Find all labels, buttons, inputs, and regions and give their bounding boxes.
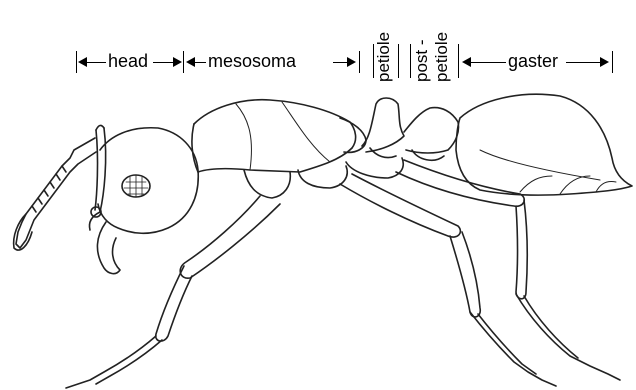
mesosoma [192,100,366,172]
antenna [14,125,106,250]
petiole [362,98,404,158]
gaster [456,94,632,195]
middle-leg [340,174,556,386]
postpetiole [404,108,459,161]
